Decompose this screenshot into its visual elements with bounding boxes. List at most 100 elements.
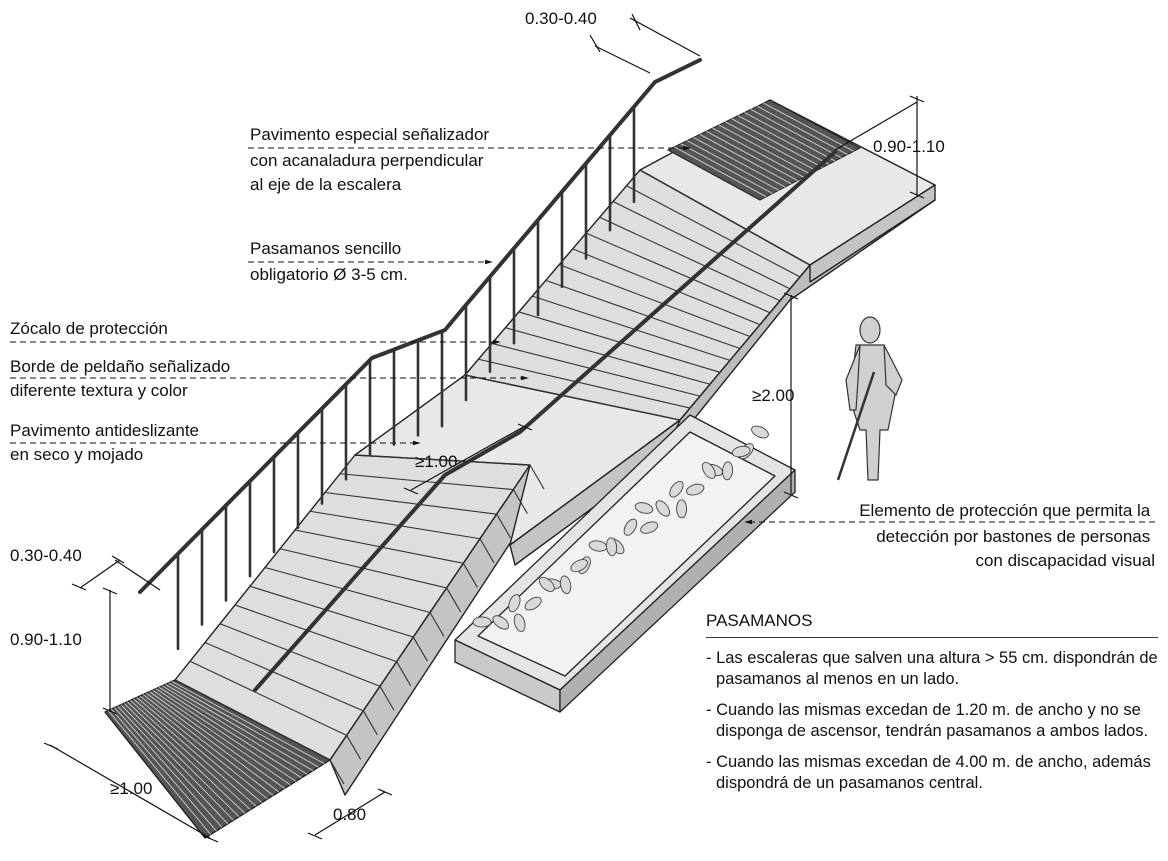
label-pavimento-especial: Pavimento especial señalizador con acana…	[250, 125, 494, 194]
handrail-right	[253, 150, 837, 692]
step-riser	[496, 513, 512, 539]
tactile-groove	[155, 688, 297, 782]
tactile-groove	[725, 121, 817, 172]
tactile-groove	[686, 140, 779, 191]
tactile-groove	[162, 685, 308, 775]
person-icon	[836, 316, 903, 481]
top-landing-edge	[809, 184, 936, 283]
step-nosing	[545, 279, 741, 349]
leaf	[472, 616, 492, 628]
step-nosing	[572, 248, 761, 326]
notes-item-3: - Cuando las mismas excedan de 4.00 m. d…	[706, 753, 1151, 792]
leaf	[701, 461, 716, 479]
dim-bottom-width: ≥1.00	[110, 779, 152, 798]
step-riser	[479, 538, 495, 564]
leaf	[623, 518, 638, 536]
tactile-groove	[133, 698, 257, 807]
dim-bottom-handrail-extension: 0.30-0.40	[10, 546, 82, 565]
tactile-groove	[737, 115, 829, 165]
handrail-balusters	[176, 105, 636, 651]
step-riser	[429, 612, 445, 637]
step-nosing	[204, 641, 364, 712]
dim-top-handrail-extension: 0.30-0.40	[525, 9, 597, 28]
tactile-groove	[120, 704, 234, 821]
tactile-groove	[142, 694, 274, 796]
step-nosing	[324, 491, 497, 515]
step-nosing	[559, 264, 751, 338]
dim-bottom-tactile-depth: 0.80	[333, 805, 366, 824]
step-nosing	[234, 604, 397, 663]
step-nosing	[532, 295, 731, 361]
leaf	[669, 480, 684, 498]
tactile-groove	[158, 686, 302, 779]
tactile-groove	[680, 143, 773, 194]
notes-item-2: - Cuando las mismas excedan de 1.20 m. d…	[706, 701, 1149, 740]
notes-item-1: - Las escaleras que salven una altura > …	[706, 649, 1158, 688]
tactile-groove	[750, 109, 842, 159]
tactile-groove	[111, 708, 217, 832]
tactile-groove	[168, 682, 319, 768]
step-nosing	[491, 342, 701, 397]
step-riser	[529, 464, 545, 490]
leaf	[492, 615, 510, 630]
top-tactile-paving	[666, 99, 862, 201]
tactile-groove	[744, 112, 836, 162]
dim-headroom: ≥2.00	[752, 386, 794, 405]
tactile-groove	[763, 102, 854, 152]
tactile-groove	[117, 705, 229, 825]
label-borde-peldano: Borde de peldaño señalizado diferente te…	[10, 357, 235, 400]
leader-lines	[10, 145, 1155, 525]
tactile-groove	[712, 127, 804, 178]
step-nosing	[249, 585, 414, 638]
tactile-groove	[699, 134, 792, 185]
tactile-groove	[146, 692, 280, 793]
tactile-groove	[123, 702, 240, 818]
tactile-groove	[130, 700, 251, 810]
step-nosing	[626, 185, 801, 278]
tactile-groove	[136, 697, 263, 803]
leaf	[559, 575, 572, 595]
step-riser	[462, 563, 478, 588]
leaf	[606, 537, 618, 557]
dim-top-landing-depth: 0.90-1.10	[873, 137, 945, 156]
step-nosing	[354, 454, 531, 466]
tactile-groove	[757, 105, 848, 155]
label-pavimento-antideslizante: Pavimento antideslizante en seco y mojad…	[10, 421, 204, 464]
step-nosing	[585, 232, 771, 314]
step-riser	[412, 636, 428, 662]
leaf	[655, 500, 671, 517]
step-riser	[512, 489, 528, 514]
dim-bottom-handrail-height: 0.90-1.10	[10, 630, 82, 649]
leaf	[634, 502, 654, 514]
leaf	[640, 521, 659, 534]
step-nosing	[639, 169, 811, 266]
leaf	[676, 499, 688, 519]
leaf	[731, 445, 751, 458]
leaf	[751, 425, 769, 439]
leaf	[686, 483, 705, 496]
tactile-groove	[674, 146, 767, 198]
tactile-groove	[171, 681, 325, 764]
step-nosing	[174, 679, 331, 761]
notes-title: PASAMANOS	[706, 610, 1158, 638]
tactile-groove	[107, 710, 211, 835]
tactile-groove	[718, 124, 811, 175]
tactile-groove	[114, 707, 223, 828]
step-riser	[379, 685, 395, 711]
planter-foliage	[472, 425, 769, 633]
label-pasamanos-sencillo: Pasamanos sencillo obligatorio Ø 3-5 cm.	[250, 239, 408, 284]
leaf	[722, 461, 734, 481]
step-nosing	[309, 510, 481, 540]
step-nosing	[189, 660, 347, 736]
step-riser	[329, 759, 345, 785]
pasamanos-notes: PASAMANOS - Las escaleras que salven una…	[706, 610, 1158, 794]
handrail-left	[138, 58, 702, 594]
tactile-groove	[731, 118, 823, 168]
dimension-lines	[43, 13, 925, 843]
label-zocalo: Zócalo de protección	[10, 319, 168, 338]
step-nosing	[599, 216, 781, 302]
tactile-groove	[152, 689, 291, 786]
planter	[454, 414, 796, 713]
leaf	[508, 594, 521, 613]
